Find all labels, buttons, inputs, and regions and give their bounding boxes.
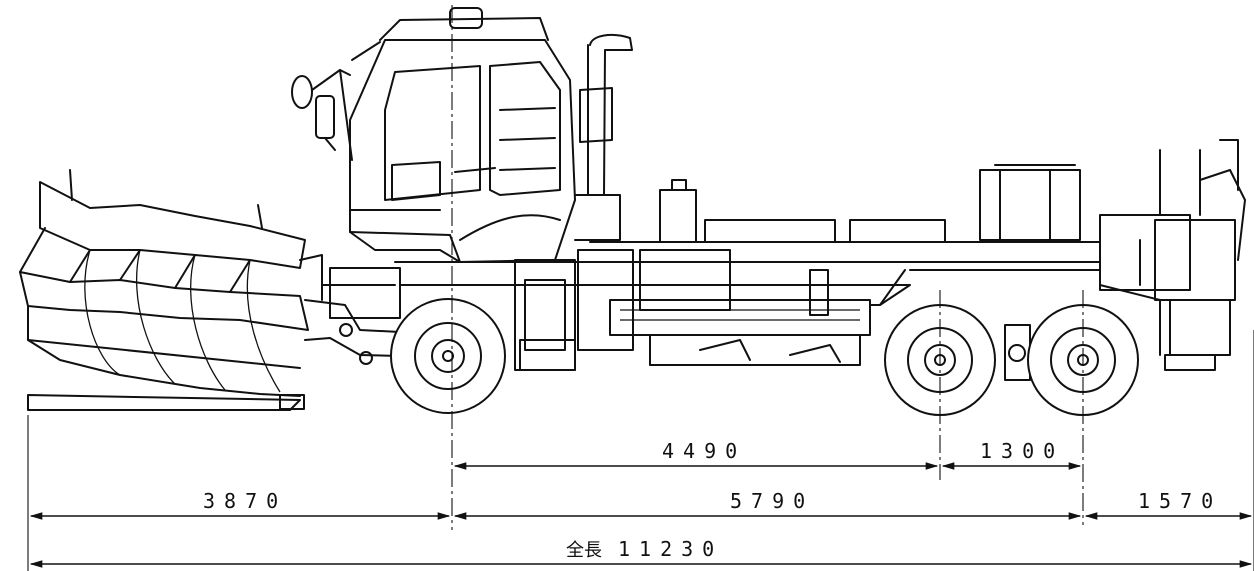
dim-label-overall-length-value: 11230 [618,537,723,561]
snow-plow [19,169,323,411]
front-wheel [390,298,506,414]
dim-label-1300: 1300 [980,439,1064,463]
plow-linkage [304,267,401,365]
dim-label-1570: 1570 [1138,489,1222,513]
rear-equipment [1099,139,1246,371]
dim-label-3870: 3870 [203,489,287,513]
dim-label-4490: 4490 [662,439,746,463]
dim-label-overall-length-label: 全長 [566,540,602,561]
side-mirror [291,69,351,151]
cab [339,7,576,263]
exhaust-stack [574,33,633,241]
undercarriage-equipment [514,249,1031,381]
dimension-lines [27,330,1254,571]
dim-label-5790: 5790 [730,489,814,513]
